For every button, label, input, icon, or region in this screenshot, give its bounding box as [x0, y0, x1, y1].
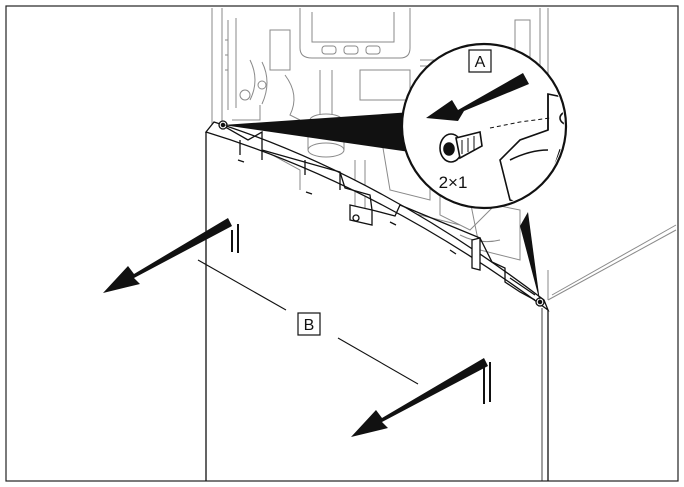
direction-line — [197, 259, 419, 385]
figure-frame — [5, 5, 679, 482]
removal-arrow-detail — [426, 73, 529, 121]
quantity-label: 2×1 — [439, 173, 468, 192]
front-cover-panel — [205, 132, 549, 481]
detail-circle — [400, 42, 568, 210]
callout-b: B — [297, 312, 321, 336]
callout-a: A — [468, 49, 492, 73]
pull-arrow-right — [351, 358, 491, 437]
callout-a-label: A — [475, 54, 486, 71]
pull-arrow-left — [103, 218, 239, 293]
screw — [439, 131, 483, 163]
zoom-callout-lines — [223, 112, 540, 302]
callout-b-label: B — [304, 317, 315, 334]
